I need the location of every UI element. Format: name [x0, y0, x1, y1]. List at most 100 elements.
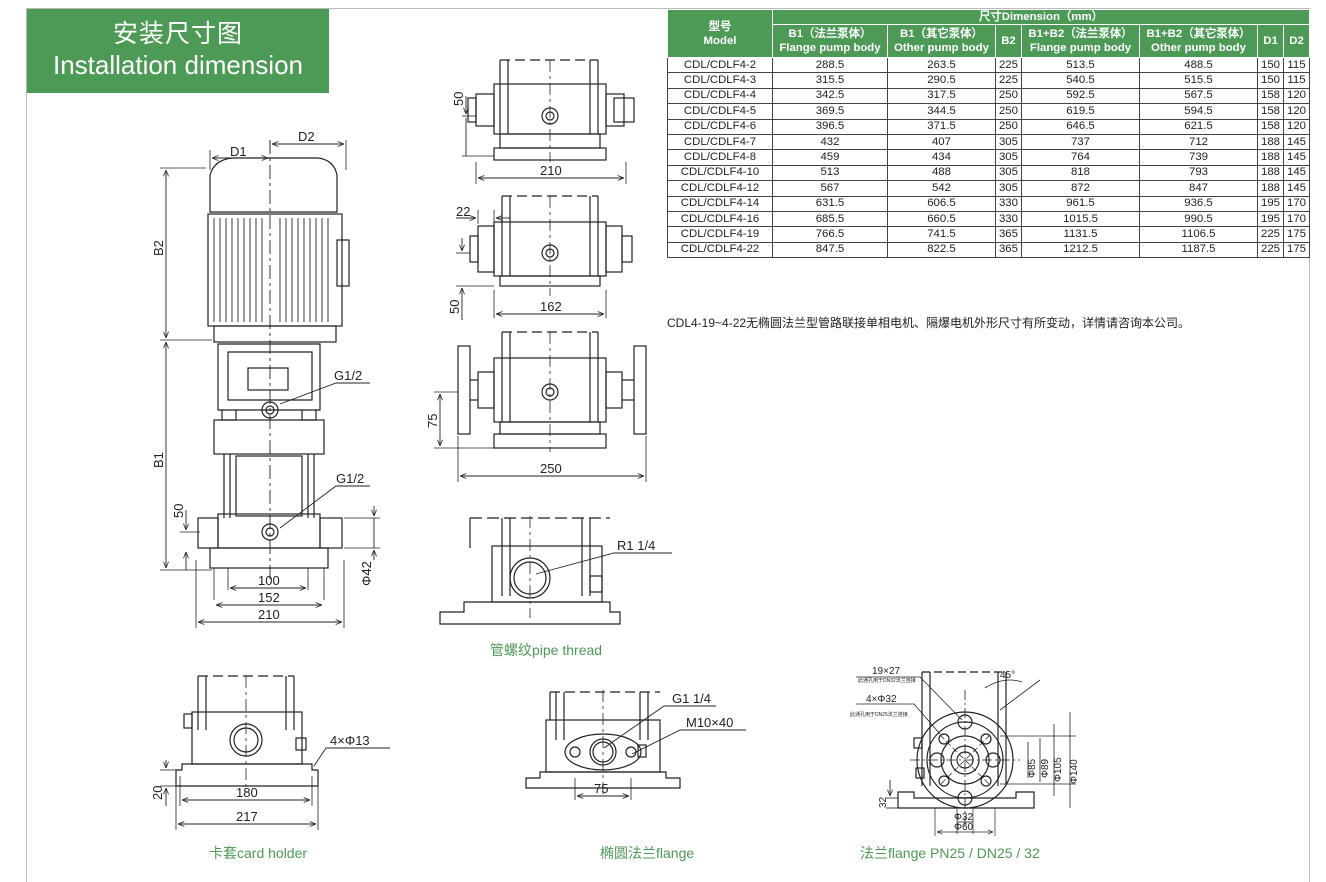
- column-header: D2: [1283, 24, 1310, 58]
- value-cell: 150: [1257, 56, 1284, 74]
- view-g-d60: Φ60: [954, 822, 974, 833]
- label-w210: 210: [258, 607, 280, 622]
- column-header-cn: D1: [1263, 35, 1278, 47]
- label-dia42: Φ42: [359, 561, 374, 586]
- view-e-holes: 4×Φ13: [330, 733, 370, 748]
- view-g-b: 4×Φ32: [866, 694, 897, 705]
- value-cell: 290.5: [886, 72, 997, 89]
- view-d-thread: R1 1/4: [617, 538, 655, 553]
- main-pump-drawing: [160, 140, 380, 628]
- view-g-d105: Φ105: [1053, 757, 1064, 782]
- column-header: B1+B2（法兰泵体） Flange pump body: [1020, 24, 1141, 58]
- view-labels: 50 210 22 50 162 75 250 R1 1/4 4×Φ13 20 …: [150, 92, 1080, 833]
- model-header-cn: 型号: [708, 20, 732, 33]
- value-cell: 1015.5: [1020, 210, 1141, 228]
- value-cell: 365: [995, 241, 1022, 259]
- view-g-a-note: 此通孔用于DN32法兰连接: [858, 677, 916, 684]
- frame-right-line: [1309, 8, 1310, 882]
- label-d1: D1: [230, 144, 247, 159]
- value-cell: 936.5: [1138, 195, 1259, 212]
- model-cell: CDL/CDLF4-14: [667, 195, 773, 212]
- column-header: B2: [995, 24, 1022, 58]
- value-cell: 115: [1283, 56, 1310, 74]
- caption-flange: 法兰flange PN25 / DN25 / 32: [860, 845, 1040, 861]
- label-b1: B1: [151, 452, 166, 468]
- value-cell: 344.5: [886, 103, 997, 120]
- view-g-d32: Φ32: [954, 812, 974, 823]
- value-cell: 434: [886, 149, 997, 166]
- view-g-d140: Φ140: [1069, 759, 1080, 784]
- model-header-en: Model: [703, 34, 737, 47]
- view-a-width: 210: [540, 163, 562, 178]
- view-e-w1: 180: [236, 785, 258, 800]
- value-cell: 369.5: [772, 103, 888, 120]
- column-header-cn: D2: [1289, 35, 1304, 47]
- model-cell: CDL/CDLF4-4: [667, 87, 773, 105]
- view-a-drawing: [462, 59, 635, 184]
- view-b-drawing: [456, 195, 633, 320]
- column-header-en: Flange pump body: [1029, 42, 1132, 54]
- view-g-d85: Φ85: [1027, 758, 1038, 778]
- value-cell: 150: [1257, 72, 1284, 89]
- value-cell: 542: [886, 180, 997, 197]
- view-g-h32: 32: [878, 796, 889, 808]
- label-g-bottom: G1/2: [336, 471, 364, 486]
- label-b2: B2: [151, 240, 166, 256]
- column-header-cn: B1+B2（法兰泵体）: [1028, 28, 1133, 40]
- value-cell: 488.5: [1138, 56, 1259, 74]
- value-cell: 567.5: [1138, 87, 1259, 105]
- dimension-table: 型号 Model 尺寸Dimension（mm） B1（法兰泵体）Flange …: [667, 9, 1310, 259]
- title-english: Installation dimension: [52, 50, 304, 80]
- model-cell: CDL/CDLF4-2: [667, 56, 773, 74]
- label-g-top: G1/2: [334, 368, 362, 383]
- column-header: B1+B2（其它泵体）Other pump body: [1138, 24, 1259, 58]
- model-cell: CDL/CDLF4-22: [667, 241, 773, 259]
- value-cell: 646.5: [1020, 118, 1141, 135]
- frame-left-line: [26, 8, 27, 882]
- label-w100: 100: [258, 573, 280, 588]
- view-a-height: 50: [451, 92, 466, 106]
- value-cell: 342.5: [772, 87, 888, 105]
- caption-pipe-thread: 管螺纹pipe thread: [490, 642, 603, 658]
- value-cell: 170: [1283, 195, 1310, 212]
- value-cell: 847.5: [772, 241, 888, 259]
- column-header-cn: B1（法兰泵体）: [788, 28, 872, 40]
- caption-oval-flange: 椭圆法兰flange: [600, 845, 695, 861]
- column-header-cn: B2: [1001, 35, 1016, 47]
- value-cell: 188: [1257, 180, 1284, 197]
- value-cell: 619.5: [1020, 103, 1141, 120]
- value-cell: 737: [1020, 133, 1141, 151]
- view-e-drawing: [160, 675, 390, 830]
- value-cell: 158: [1257, 103, 1284, 120]
- label-w152: 152: [258, 590, 280, 605]
- model-cell: CDL/CDLF4-5: [667, 103, 773, 120]
- model-cell: CDL/CDLF4-19: [667, 226, 773, 243]
- value-cell: 567: [772, 180, 888, 197]
- value-cell: 170: [1283, 210, 1310, 228]
- column-header-en: Other pump body: [1151, 42, 1246, 54]
- view-b-width: 162: [540, 299, 562, 314]
- value-cell: 225: [995, 56, 1022, 74]
- label-d2: D2: [298, 129, 315, 144]
- value-cell: 847: [1138, 180, 1259, 197]
- value-cell: 1212.5: [1020, 241, 1141, 259]
- column-header: B1（法兰泵体） Flange pump body: [772, 24, 888, 58]
- value-cell: 288.5: [772, 56, 888, 74]
- column-header-en: Flange pump body: [779, 42, 881, 54]
- value-cell: 317.5: [886, 87, 997, 105]
- view-g-d89: Φ89: [1040, 758, 1051, 778]
- value-cell: 175: [1283, 241, 1310, 259]
- view-g-drawing: [856, 671, 1076, 836]
- value-cell: 120: [1283, 118, 1310, 135]
- view-f-drawing: [525, 690, 746, 800]
- value-cell: 263.5: [886, 56, 997, 74]
- view-c-drawing: [434, 331, 647, 482]
